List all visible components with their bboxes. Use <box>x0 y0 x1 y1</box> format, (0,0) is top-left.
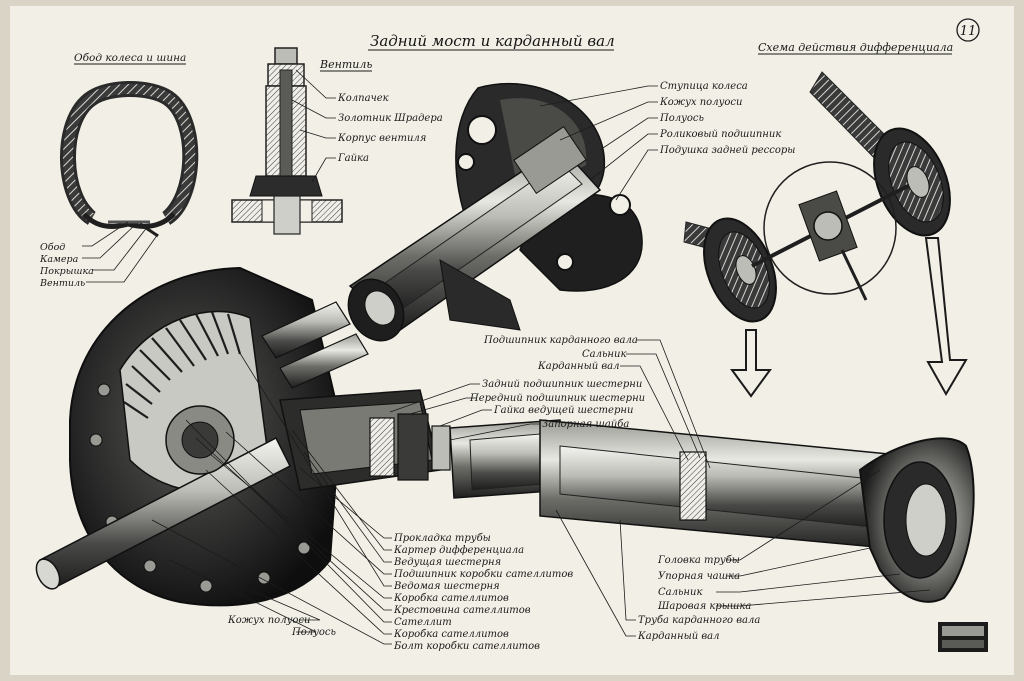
valve-label-schrader-core: Золотник Шрадера <box>338 113 443 124</box>
axle-label-housing: Кожух полуоси <box>227 615 310 626</box>
valve-label-body: Корпус вентиля <box>337 133 426 144</box>
tube-label-seal: Сальник <box>658 587 702 598</box>
pinion-label-front-bearing: Передний подшипник шестерни <box>469 393 645 404</box>
diff-label-case-2: Коробка сателлитов <box>393 629 509 640</box>
shaft-label-seal: Сальник <box>582 349 626 360</box>
valve-label-cap: Колпачек <box>337 93 389 104</box>
tire-label-casing: Покрышка <box>39 266 94 277</box>
shaft-label-bearing: Подшипник карданного вала <box>483 335 638 346</box>
tire-label-rim: Обод <box>40 242 65 253</box>
tube-label-driveshaft-tube: Труба карданного вала <box>638 615 760 626</box>
tube-label-driveshaft: Карданный вал <box>637 631 720 642</box>
publisher-stamp <box>938 622 988 652</box>
hub-label-wheel-hub: Ступица колеса <box>660 81 748 92</box>
schema-title: Схема действия дифференциала <box>758 41 953 54</box>
tube-label-head: Головка трубы <box>657 555 740 566</box>
diff-label-case: Коробка сателлитов <box>393 593 509 604</box>
valve-section-title: Вентиль <box>319 58 372 71</box>
valve-label-nut: Гайка <box>337 153 369 164</box>
tire-cross-section <box>60 81 199 238</box>
hub-label-axle-housing: Кожух полуоси <box>659 97 742 108</box>
tube-label-ball-cover: Шаровая крышка <box>657 601 751 612</box>
hub-label-half-shaft: Полуось <box>659 113 704 124</box>
diff-label-spider: Крестовина сателлитов <box>393 605 531 616</box>
diff-label-ring-gear: Ведомая шестерня <box>393 581 500 592</box>
tire-section-title: Обод колеса и шина <box>74 52 186 64</box>
page-number: 11 <box>960 24 977 39</box>
diff-label-planet-gear: Сателлит <box>394 617 452 628</box>
hub-label-roller-bearing: Роликовый подшипник <box>659 129 781 140</box>
tire-label-tube: Камера <box>39 254 79 265</box>
shaft-label-driveshaft: Карданный вал <box>537 361 620 372</box>
rear-axle-drawing <box>35 266 975 607</box>
diff-label-case-bolt: Болт коробки сателлитов <box>393 641 540 652</box>
axle-label-half-shaft: Полуось <box>291 627 336 638</box>
diff-label-case-bearing: Подшипник коробки сателлитов <box>393 569 573 580</box>
hub-label-spring-pad: Подушка задней рессоры <box>659 145 795 156</box>
wheel-hub-drawing <box>347 83 643 342</box>
differential-schematic-drawing <box>683 71 968 398</box>
diagram-title: Задний мост и карданный вал <box>370 32 615 50</box>
pinion-label-rear-bearing: Задний подшипник шестерни <box>482 379 642 390</box>
page-number-circle <box>956 18 980 42</box>
tube-label-thrust-cup: Упорная чашка <box>658 571 740 582</box>
tire-label-valve: Вентиль <box>39 278 85 289</box>
diff-label-drive-pinion: Ведущая шестерня <box>393 557 501 568</box>
pinion-label-nut: Гайка ведущей шестерни <box>493 405 633 416</box>
diff-label-tube-gasket: Прокладка трубы <box>393 533 491 544</box>
leader-lines <box>82 69 931 645</box>
valve-section-drawing <box>231 47 343 235</box>
diff-label-carrier: Картер дифференциала <box>393 545 524 556</box>
pinion-label-lock-washer: Запорная шайба <box>542 419 629 430</box>
